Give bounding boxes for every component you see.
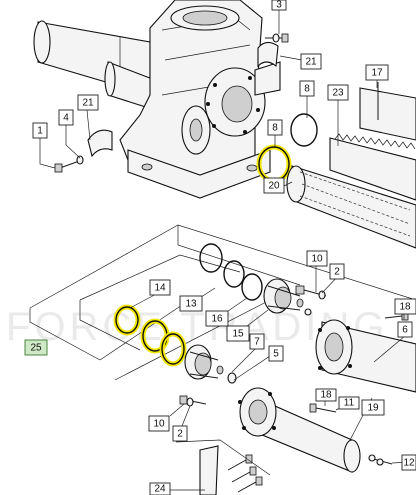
- callout-8: 8: [267, 119, 283, 136]
- svg-text:2: 2: [177, 429, 183, 440]
- callout-17: 17: [365, 64, 389, 81]
- ring-16: [241, 273, 263, 301]
- ring-13: [223, 260, 245, 288]
- cylinder-6: [315, 319, 416, 393]
- svg-text:18: 18: [399, 302, 411, 313]
- svg-text:3: 3: [276, 0, 282, 11]
- callout-25: 25: [24, 339, 48, 356]
- bolt-18-middle: [309, 403, 337, 413]
- svg-text:24: 24: [154, 484, 166, 495]
- svg-text:4: 4: [63, 113, 69, 124]
- piston-lower: [184, 344, 236, 382]
- callout-16: 16: [205, 310, 229, 327]
- washer-4: [76, 155, 84, 165]
- svg-text:23: 23: [332, 88, 344, 99]
- callout-20: 20: [263, 177, 285, 194]
- svg-text:2: 2: [334, 267, 340, 278]
- callout-2-upper: 2: [329, 263, 345, 280]
- callout-11: 11: [338, 396, 360, 410]
- callout-10-lower: 10: [148, 415, 170, 432]
- callout-14: 14: [149, 279, 171, 296]
- svg-text:17: 17: [371, 68, 383, 79]
- svg-text:12: 12: [403, 458, 415, 469]
- svg-text:21: 21: [305, 57, 317, 68]
- callout-24: 24: [149, 482, 171, 495]
- cylinder-19: [238, 387, 361, 473]
- ring-top: [199, 243, 223, 273]
- svg-text:20: 20: [268, 181, 280, 192]
- callout-7: 7: [249, 333, 265, 350]
- callout-21-left: 21: [77, 94, 99, 111]
- bolt-3: [265, 33, 289, 43]
- svg-text:16: 16: [211, 314, 223, 325]
- callout-21-right: 21: [300, 53, 322, 70]
- callout-4: 4: [58, 109, 74, 126]
- callout-18-middle: 18: [315, 388, 337, 402]
- svg-text:18: 18: [320, 390, 332, 401]
- plate-17: [359, 82, 416, 141]
- svg-text:10: 10: [153, 419, 165, 430]
- callout-18-right: 18: [394, 298, 416, 315]
- piston-15: [263, 278, 312, 316]
- upper-housing-assembly: [33, 0, 281, 199]
- bracket-12: [368, 454, 393, 466]
- svg-text:11: 11: [344, 398, 355, 409]
- gear-rack-23: [329, 133, 416, 201]
- svg-text:1: 1: [37, 126, 43, 137]
- bearing-shell-right: [257, 41, 279, 68]
- svg-text:25: 25: [30, 343, 42, 354]
- callout-1: 1: [32, 122, 48, 139]
- bearing-shell-left: [87, 129, 113, 158]
- callout-10-upper: 10: [306, 250, 328, 267]
- callout-19: 19: [361, 399, 385, 416]
- svg-text:21: 21: [82, 98, 94, 109]
- callout-8-top: 8: [299, 80, 315, 97]
- svg-text:14: 14: [154, 283, 166, 294]
- svg-text:13: 13: [185, 299, 197, 310]
- o-ring-upper: [290, 113, 318, 147]
- svg-text:7: 7: [254, 337, 260, 348]
- svg-text:8: 8: [272, 123, 278, 134]
- callout-13: 13: [179, 295, 203, 312]
- bolt-set-24: [175, 439, 271, 495]
- shaft-tube-20: [286, 165, 416, 249]
- callout-15: 15: [226, 325, 250, 342]
- svg-text:5: 5: [273, 349, 279, 360]
- bolt-10-upper: [295, 285, 327, 300]
- callout-5: 5: [268, 345, 284, 362]
- svg-text:19: 19: [367, 403, 379, 414]
- svg-text:15: 15: [232, 329, 244, 340]
- assembly-bracket: [29, 224, 416, 309]
- callout-2-lower: 2: [172, 425, 188, 442]
- washer-7: [227, 372, 237, 384]
- svg-text:6: 6: [402, 325, 408, 336]
- callout-12: 12: [401, 454, 416, 471]
- callout-23: 23: [327, 84, 349, 101]
- callout-6: 6: [397, 321, 413, 338]
- callout-3: 3: [271, 0, 287, 11]
- svg-text:10: 10: [311, 254, 323, 265]
- svg-text:8: 8: [304, 84, 310, 95]
